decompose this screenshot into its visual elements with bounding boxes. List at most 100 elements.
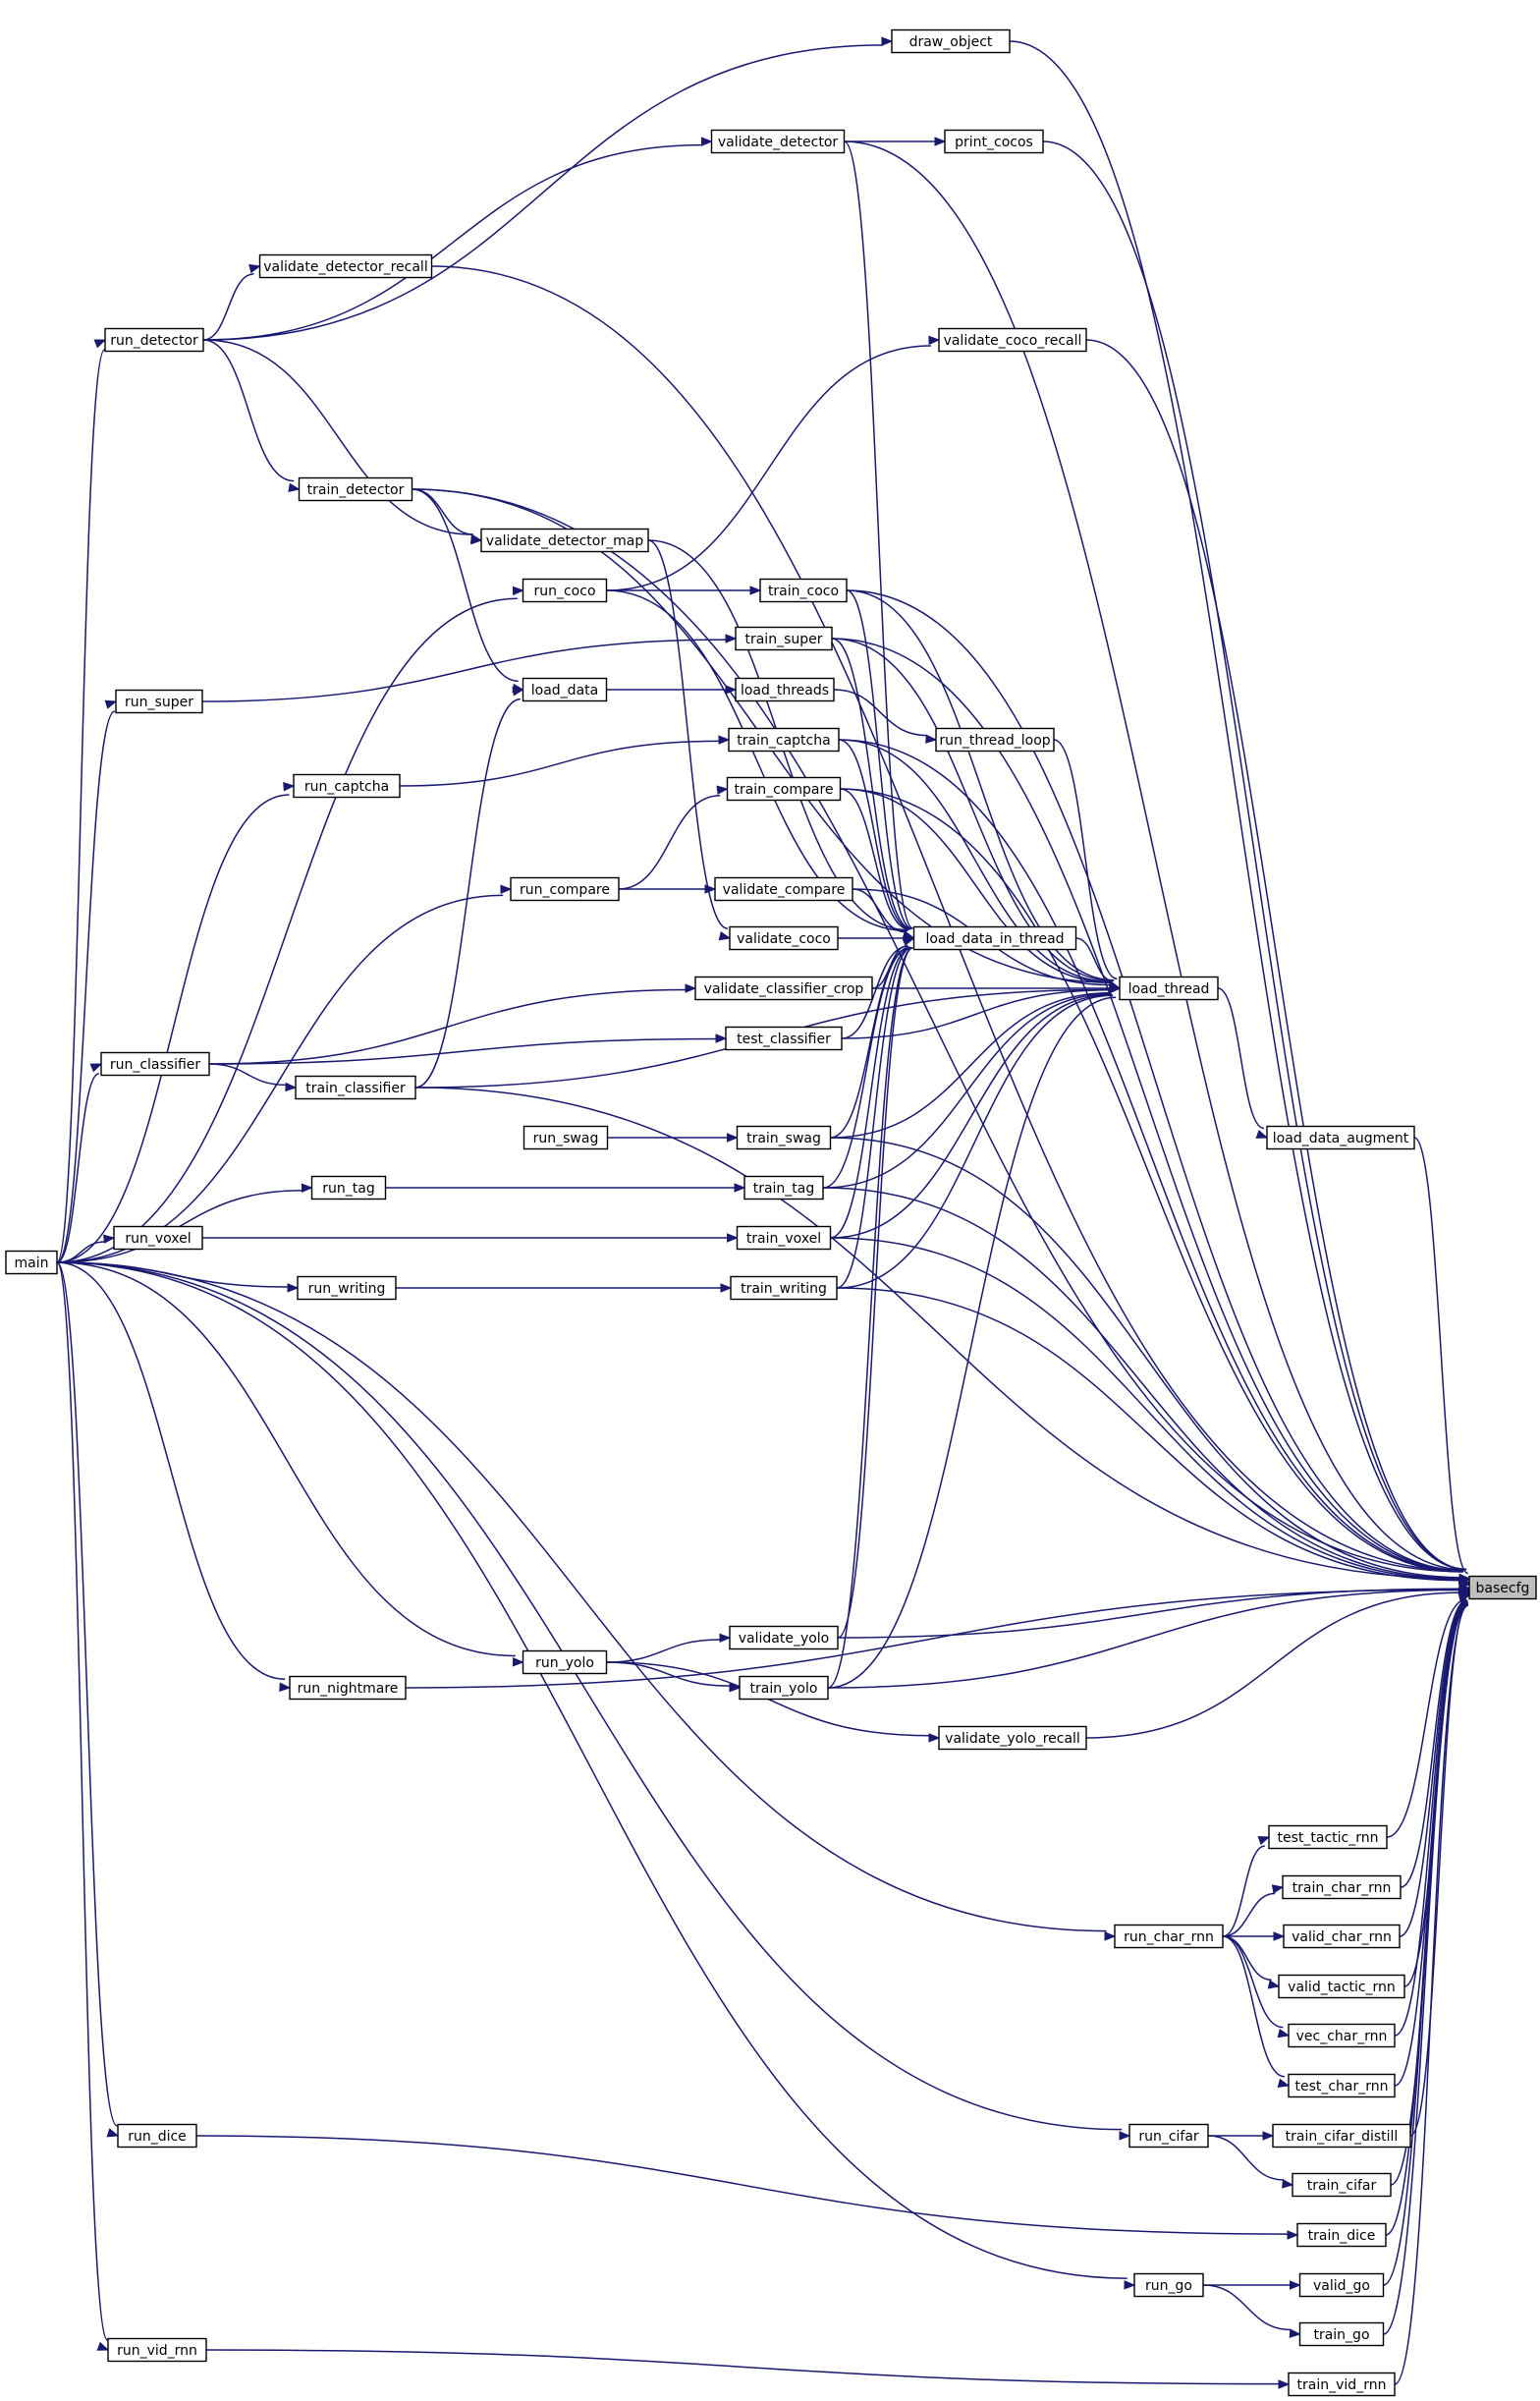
node-train-writing[interactable]: train_writing — [730, 1275, 838, 1301]
node-run-compare[interactable]: run_compare — [510, 876, 620, 902]
edge-main-to-run_nightmare — [56, 1261, 292, 1692]
node-vec-char-rnn[interactable]: vec_char_rnn — [1288, 2023, 1396, 2048]
node-run-yolo[interactable]: run_yolo — [522, 1649, 608, 1675]
edge-arrowhead — [469, 533, 483, 544]
node-validate-coco-recall[interactable]: validate_coco_recall — [938, 327, 1087, 353]
edge-arrowhead — [729, 1682, 742, 1693]
edge-load_data_augment-to-basecfg — [1413, 1137, 1471, 1585]
node-test-char-rnn[interactable]: test_char_rnn — [1288, 2073, 1396, 2098]
node-train-go[interactable]: train_go — [1298, 2321, 1385, 2347]
node-run-nightmare[interactable]: run_nightmare — [289, 1675, 407, 1701]
edge-run_vid_rnn-to-train_vid_rnn — [205, 2349, 1291, 2389]
node-train-captcha[interactable]: train_captcha — [728, 727, 840, 753]
node-run-coco[interactable]: run_coco — [522, 578, 608, 603]
edge-train_compare-to-basecfg — [840, 788, 1471, 1585]
node-box — [5, 1250, 58, 1275]
node-run-voxel[interactable]: run_voxel — [113, 1225, 203, 1251]
node-train-coco[interactable]: train_coco — [759, 578, 848, 603]
edge-line — [833, 689, 928, 737]
node-train-tag[interactable]: train_tag — [743, 1175, 824, 1200]
edge-line — [412, 488, 1463, 1573]
node-validate-yolo[interactable]: validate_yolo — [729, 1625, 839, 1650]
node-train-compare[interactable]: train_compare — [726, 776, 842, 802]
edge-arrowhead — [89, 1063, 103, 1073]
node-test-tactic-rnn[interactable]: test_tactic_rnn — [1268, 1824, 1388, 1850]
node-train-classifier[interactable]: train_classifier — [295, 1075, 416, 1100]
node-main[interactable]: main — [5, 1250, 58, 1275]
edge-line — [412, 488, 473, 535]
node-box — [104, 327, 204, 353]
edge-run_classifier-to-validate_classifier_crop — [208, 983, 697, 1065]
node-box — [710, 129, 846, 154]
node-box — [1119, 976, 1219, 1001]
edge-line — [202, 339, 473, 535]
node-train-detector[interactable]: train_detector — [298, 476, 413, 502]
edge-arrowhead — [1289, 2328, 1301, 2338]
edge-line — [1085, 1591, 1460, 1739]
node-validate-classifier-crop[interactable]: validate_classifier_crop — [694, 976, 873, 1001]
node-run-super[interactable]: run_super — [115, 689, 203, 714]
node-load-threads[interactable]: load_threads — [735, 677, 835, 702]
node-run-writing[interactable]: run_writing — [297, 1275, 397, 1301]
node-label: train_cifar_distill — [1286, 2129, 1399, 2145]
node-validate-detector[interactable]: validate_detector — [710, 129, 846, 154]
node-run-char-rnn[interactable]: run_char_rnn — [1114, 1924, 1224, 1949]
edge-arrowhead — [734, 1183, 746, 1193]
node-valid-tactic-rnn[interactable]: valid_tactic_rnn — [1278, 1974, 1405, 1999]
node-train-super[interactable]: train_super — [735, 626, 833, 651]
node-train-voxel[interactable]: train_voxel — [736, 1225, 832, 1251]
node-run-classifier[interactable]: run_classifier — [100, 1051, 210, 1077]
node-train-cifar[interactable]: train_cifar — [1292, 2172, 1392, 2198]
node-basecfg[interactable]: basecfg — [1468, 1575, 1537, 1600]
node-test-classifier[interactable]: test_classifier — [725, 1026, 843, 1051]
node-load-data-augment[interactable]: load_data_augment — [1266, 1125, 1415, 1150]
edge-arrowhead — [288, 482, 301, 492]
edge-run_char_rnn-to-test_tactic_rnn — [1222, 1836, 1271, 1937]
node-train-yolo[interactable]: train_yolo — [739, 1675, 829, 1701]
edge-arrowhead — [1458, 1593, 1471, 1603]
node-validate-coco[interactable]: validate_coco — [729, 925, 839, 951]
node-label: load_data_in_thread — [925, 931, 1064, 947]
node-run-vid-rnn[interactable]: run_vid_rnn — [107, 2337, 207, 2363]
node-run-detector[interactable]: run_detector — [104, 327, 204, 353]
node-valid-go[interactable]: valid_go — [1298, 2272, 1385, 2298]
node-validate-detector-recall[interactable]: validate_detector_recall — [258, 253, 433, 279]
edge-load_threads-to-run_thread_loop — [833, 689, 938, 744]
edge-line — [846, 589, 1464, 1572]
node-run-dice[interactable]: run_dice — [117, 2123, 197, 2149]
node-validate-compare[interactable]: validate_compare — [714, 876, 853, 902]
edge-arrowhead — [1278, 2379, 1291, 2389]
node-train-vid-rnn[interactable]: train_vid_rnn — [1288, 2372, 1396, 2397]
edge-line — [1085, 339, 1467, 1571]
edge-arrowhead — [1119, 2131, 1131, 2141]
edge-main-to-run_writing — [56, 1261, 300, 1293]
node-load-data-in-thread[interactable]: load_data_in_thread — [912, 925, 1077, 951]
node-draw-object[interactable]: draw_object — [891, 28, 1011, 54]
node-run-thread-loop[interactable]: run_thread_loop — [935, 727, 1055, 753]
node-train-char-rnn[interactable]: train_char_rnn — [1282, 1874, 1402, 1900]
edge-arrowhead — [718, 735, 731, 745]
node-run-tag[interactable]: run_tag — [310, 1175, 387, 1200]
node-train-swag[interactable]: train_swag — [736, 1125, 832, 1150]
node-box — [1282, 1874, 1402, 1900]
node-validate-yolo-recall[interactable]: validate_yolo_recall — [938, 1725, 1087, 1751]
edge-validate_detector_recall-to-basecfg — [431, 265, 1471, 1584]
node-box — [912, 925, 1077, 951]
node-box — [1288, 2023, 1396, 2048]
node-run-cifar[interactable]: run_cifar — [1128, 2123, 1209, 2149]
node-label: train_coco — [768, 584, 839, 599]
node-validate-detector-map[interactable]: validate_detector_map — [480, 528, 649, 553]
node-load-data[interactable]: load_data — [522, 677, 608, 702]
node-load-thread[interactable]: load_thread — [1119, 976, 1219, 1001]
node-print-cocos[interactable]: print_cocos — [944, 129, 1044, 154]
node-train-dice[interactable]: train_dice — [1296, 2222, 1387, 2248]
node-label: validate_detector_recall — [263, 259, 427, 275]
node-run-go[interactable]: run_go — [1133, 2272, 1204, 2298]
node-train-cifar-distill[interactable]: train_cifar_distill — [1272, 2123, 1411, 2149]
node-run-captcha[interactable]: run_captcha — [293, 773, 401, 799]
node-run-swag[interactable]: run_swag — [522, 1125, 609, 1150]
node-label: load_threads — [741, 683, 829, 698]
node-valid-char-rnn[interactable]: valid_char_rnn — [1283, 1924, 1401, 1949]
edge-line — [838, 739, 911, 930]
edge-arrowhead — [725, 634, 738, 643]
